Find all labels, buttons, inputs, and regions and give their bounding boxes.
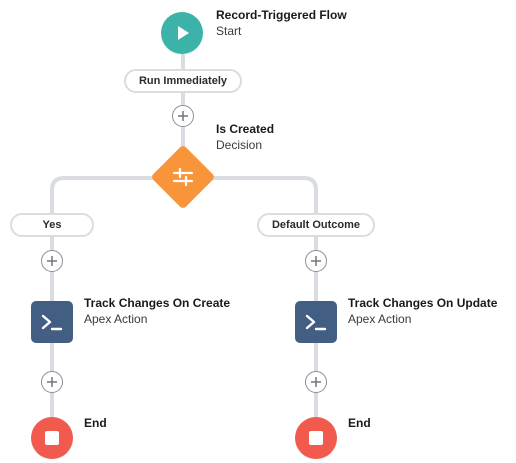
start-subtitle: Start	[216, 24, 242, 38]
end-node-yes[interactable]	[31, 417, 73, 459]
plus-icon	[47, 256, 57, 266]
stop-icon	[45, 431, 59, 445]
start-node-label: Record-Triggered Flow Start	[216, 7, 347, 39]
run-immediately-pill[interactable]: Run Immediately	[124, 69, 242, 93]
decision-icon	[172, 167, 194, 187]
add-element-button[interactable]	[41, 371, 63, 393]
plus-icon	[178, 111, 188, 121]
decision-title: Is Created	[216, 122, 275, 136]
action-subtitle: Apex Action	[348, 312, 412, 326]
add-element-button[interactable]	[172, 105, 194, 127]
plus-icon	[311, 377, 321, 387]
end-label-default: End	[348, 415, 371, 431]
action-title: Track Changes On Create	[84, 296, 231, 310]
add-element-button[interactable]	[41, 250, 63, 272]
action-title: Track Changes On Update	[348, 296, 498, 310]
decision-node[interactable]	[150, 144, 216, 210]
add-element-button[interactable]	[305, 250, 327, 272]
plus-icon	[47, 377, 57, 387]
apex-terminal-icon	[305, 314, 327, 331]
end-title: End	[348, 416, 371, 430]
apex-terminal-icon	[41, 314, 63, 331]
end-title: End	[84, 416, 107, 430]
connector-yes-branch	[50, 176, 162, 422]
connector-default-branch	[204, 176, 318, 422]
apex-action-node-create[interactable]	[31, 301, 73, 343]
decision-node-label: Is Created Decision	[216, 121, 274, 153]
apex-action-label-create: Track Changes On Create Apex Action	[84, 295, 230, 327]
action-subtitle: Apex Action	[84, 312, 148, 326]
play-icon	[178, 26, 189, 40]
end-node-default[interactable]	[295, 417, 337, 459]
apex-action-node-update[interactable]	[295, 301, 337, 343]
start-title: Record-Triggered Flow	[216, 8, 347, 22]
outcome-pill-yes[interactable]: Yes	[10, 213, 94, 237]
stop-icon	[309, 431, 323, 445]
apex-action-label-update: Track Changes On Update Apex Action	[348, 295, 497, 327]
plus-icon	[311, 256, 321, 266]
start-node[interactable]	[161, 12, 203, 54]
end-label-yes: End	[84, 415, 107, 431]
decision-subtitle: Decision	[216, 138, 263, 152]
add-element-button[interactable]	[305, 371, 327, 393]
outcome-pill-default[interactable]: Default Outcome	[257, 213, 375, 237]
